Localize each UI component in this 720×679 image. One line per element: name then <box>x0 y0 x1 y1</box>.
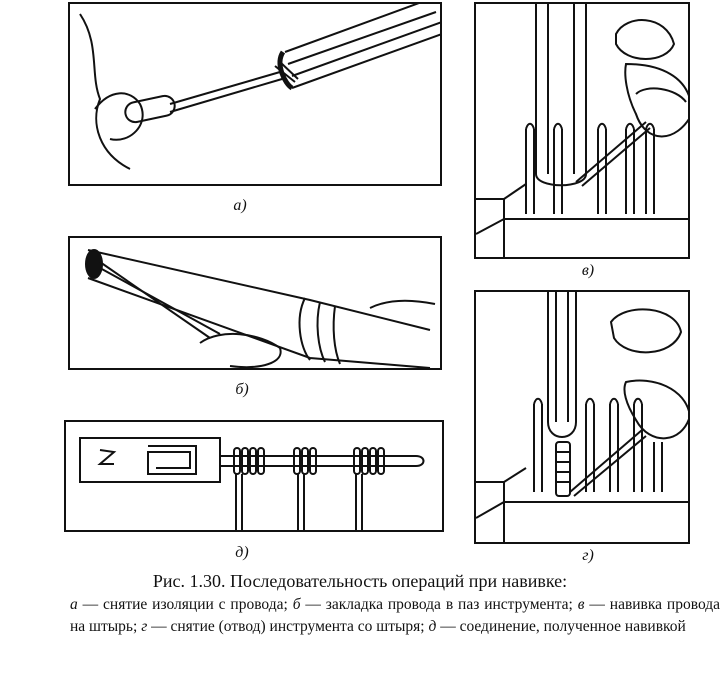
tool-slot-illustration <box>85 249 436 368</box>
caption-letter-a: а <box>70 596 78 613</box>
panel-label-v: в) <box>581 262 595 279</box>
figure-panel-a <box>68 2 442 186</box>
caption-letter-b: б <box>292 596 301 613</box>
figure-panel-g <box>474 290 690 544</box>
stripping-illustration <box>79 4 440 170</box>
wire-coils <box>233 447 385 475</box>
caption-letter-g: г <box>141 618 148 635</box>
figure-caption: Рис. 1.30. Последовательность операций п… <box>70 571 720 638</box>
figure-panel-d <box>64 420 444 532</box>
caption-title: Рис. 1.30. Последовательность операций п… <box>152 571 568 591</box>
panel-label-d: д) <box>235 544 249 561</box>
figure-panel-v <box>474 2 690 259</box>
caption-letter-d: д <box>428 618 437 635</box>
tool-removal-illustration <box>476 292 688 542</box>
caption-text-a: — снятие изоляции с провода; <box>77 596 293 613</box>
caption-text-b: — закладка провода в паз инструмента; <box>300 596 578 613</box>
caption-text-v: — навивка провода на штырь; <box>70 596 720 635</box>
caption-letter-v: в <box>577 596 585 613</box>
wrapped-connection-illustration <box>79 437 425 530</box>
panel-label-b: б) <box>235 381 249 398</box>
wrapping-illustration <box>476 4 688 257</box>
panel-label-a: а) <box>233 197 247 214</box>
figure-panel-b <box>68 236 442 370</box>
caption-description: а — снятие изоляции с провода; б — закла… <box>70 594 720 638</box>
caption-text-d: — соединение, полученное навивкой <box>436 618 686 635</box>
caption-text-g: — снятие (отвод) инструмента со штыря; <box>147 618 429 635</box>
panel-label-g: г) <box>582 547 594 564</box>
